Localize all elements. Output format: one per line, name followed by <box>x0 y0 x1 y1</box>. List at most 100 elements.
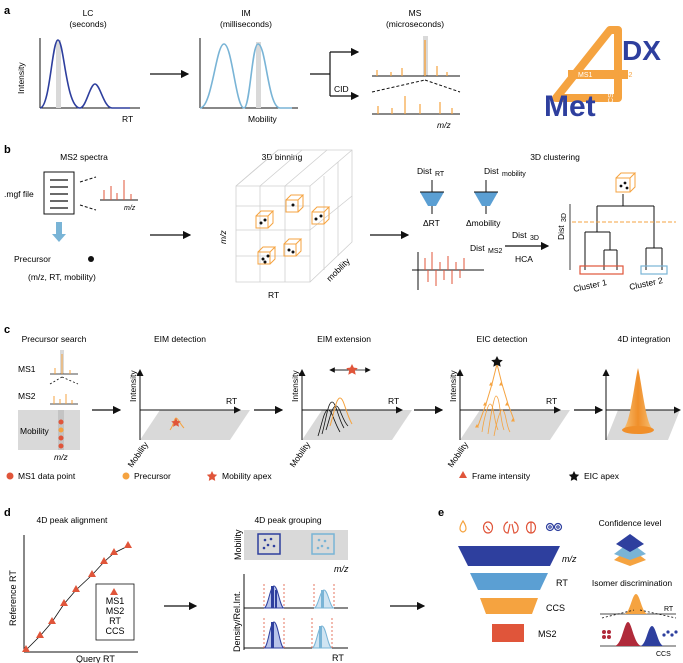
dendrogram <box>569 172 676 275</box>
align-box-rt: RT <box>109 616 121 626</box>
panel-a: a LC (seconds) Intensity RT IM (millisec… <box>4 5 661 130</box>
eim-det-intensity: Intensity <box>128 370 138 402</box>
logo-ccs: CCS <box>608 93 615 108</box>
eic-mobility: Mobility <box>445 439 470 469</box>
c-ms2-spectrum <box>50 394 78 405</box>
legend-eic-apex: EIC apex <box>584 471 620 481</box>
legend-precursor: Precursor <box>134 471 171 481</box>
cells-icon <box>545 522 563 532</box>
c-mz-label: m/z <box>54 452 68 462</box>
dist3d-label: Dist <box>512 230 527 240</box>
alignment-title: 4D peak alignment <box>37 515 109 525</box>
panel-c-label: c <box>4 324 10 336</box>
cluster1-label: Cluster 1 <box>572 277 608 294</box>
grouping-title: 4D peak grouping <box>254 515 321 525</box>
confidence-title: Confidence level <box>599 518 662 528</box>
svg-text:MS2: MS2 <box>488 248 503 255</box>
svg-text:Dist: Dist <box>417 166 432 176</box>
logo-ms2: MS2 <box>618 72 633 79</box>
eim-extension-plot <box>298 364 412 440</box>
grouping-mz-label: m/z <box>334 564 349 574</box>
eic-intensity: Intensity <box>448 370 458 402</box>
isomer-ccs-label: CCS <box>656 651 671 658</box>
eim-det-mobility: Mobility <box>125 439 150 469</box>
hca-label: HCA <box>515 254 533 264</box>
grouping-density <box>243 574 348 650</box>
binning-axis-mz: m/z <box>218 230 228 244</box>
eic-rt: RT <box>546 396 557 406</box>
c-legend: MS1 data point Precursor Mobility apex F… <box>6 471 620 481</box>
c-mobility-label: Mobility <box>20 426 50 436</box>
ms-spectrum <box>371 36 461 115</box>
integration-title: 4D integration <box>618 334 671 344</box>
ms2-mini-spectrum <box>100 180 138 201</box>
ms-title: MS <box>409 8 422 18</box>
panel-c: c Precursor search MS1 MS2 <box>4 324 681 481</box>
binning-title: 3D binning <box>262 152 303 162</box>
funnel-mz: m/z <box>562 554 577 564</box>
svg-text:Dist: Dist <box>470 243 485 253</box>
precursor-label: Precursor <box>14 254 51 264</box>
grouping-mobility-label: Mobility <box>233 529 243 560</box>
logo-rt: RT <box>608 56 615 66</box>
isomer-b-icon <box>662 630 678 637</box>
binning-bins <box>255 194 331 265</box>
confidence-icon <box>614 534 646 566</box>
grouping-density-label: Density/Rel.Int. <box>232 591 242 652</box>
panel-b-label: b <box>4 144 11 156</box>
im-mobilogram <box>199 38 298 109</box>
ms2-mini-xlabel: m/z <box>124 205 136 212</box>
grouping-mobility-map <box>244 530 348 560</box>
align-box-ms1: MS1 <box>106 596 125 606</box>
eim-extension-title: EIM extension <box>317 334 371 344</box>
lc-x-label: RT <box>122 114 133 124</box>
eic-detection-title: EIC detection <box>476 334 527 344</box>
dist-mobility-glyph: Dist mobility Δmobility <box>466 166 526 228</box>
logo-dx: DX <box>622 35 661 66</box>
binning-points <box>259 203 323 264</box>
isomer-title: Isomer discrimination <box>592 578 673 588</box>
align-x-label: Query RT <box>76 654 115 663</box>
panel-d-label: d <box>4 507 11 519</box>
legend-eic-apex-marker <box>568 471 580 481</box>
svg-text:Dist: Dist <box>484 166 499 176</box>
lc-subtitle: (seconds) <box>69 19 106 29</box>
mgf-file-icon <box>43 171 75 215</box>
svg-text:RT: RT <box>435 171 445 178</box>
compound-icons <box>459 519 563 534</box>
eim-det-rt: RT <box>226 396 237 406</box>
brain-icon <box>525 521 537 534</box>
logo-ms1: MS1 <box>578 72 593 79</box>
ms-subtitle: (microseconds) <box>386 19 444 29</box>
align-box-ccs: CCS <box>105 626 124 636</box>
panel-e: e m/z RT CCS MS2 Confidence level <box>438 507 678 658</box>
svg-text:Δmobility: Δmobility <box>466 218 501 228</box>
panel-b: b MS2 spectra .mgf file m/z Precursor (m… <box>4 144 676 300</box>
eic-detection-plot <box>456 356 570 440</box>
c-ms2-label: MS2 <box>18 391 36 401</box>
ms2-spectra-title: MS2 spectra <box>60 152 108 162</box>
met4dx-logo: MS1 MS2 RT CCS DX Met <box>544 26 661 123</box>
cluster2-label: Cluster 2 <box>628 275 664 292</box>
panel-d: d 4D peak alignment MS1 MS2 RT CCS R <box>4 507 426 663</box>
legend-mobility-apex: Mobility apex <box>222 471 272 481</box>
dend-axis-label: Dist <box>556 225 566 240</box>
alignment-plot <box>22 535 138 653</box>
legend-mobility-apex-marker <box>206 471 218 481</box>
eim-ext-rt: RT <box>388 396 399 406</box>
binning-axis-mobility: mobility <box>324 255 352 283</box>
lc-y-label: Intensity <box>16 62 26 94</box>
isomer-rt-label: RT <box>664 606 674 613</box>
funnel-ccs: CCS <box>546 603 565 613</box>
logo-met: Met <box>544 90 596 123</box>
mgf-label: .mgf file <box>4 189 34 199</box>
drop-icon <box>459 519 467 533</box>
c-ms1-spectrum <box>49 350 79 385</box>
svg-text:mobility: mobility <box>502 171 526 178</box>
svg-text:ΔRT: ΔRT <box>423 218 440 228</box>
funnel-rt: RT <box>556 578 568 588</box>
legend-frame-marker <box>459 471 467 478</box>
align-y-label: Reference RT <box>8 570 18 626</box>
down-arrow <box>52 222 66 242</box>
